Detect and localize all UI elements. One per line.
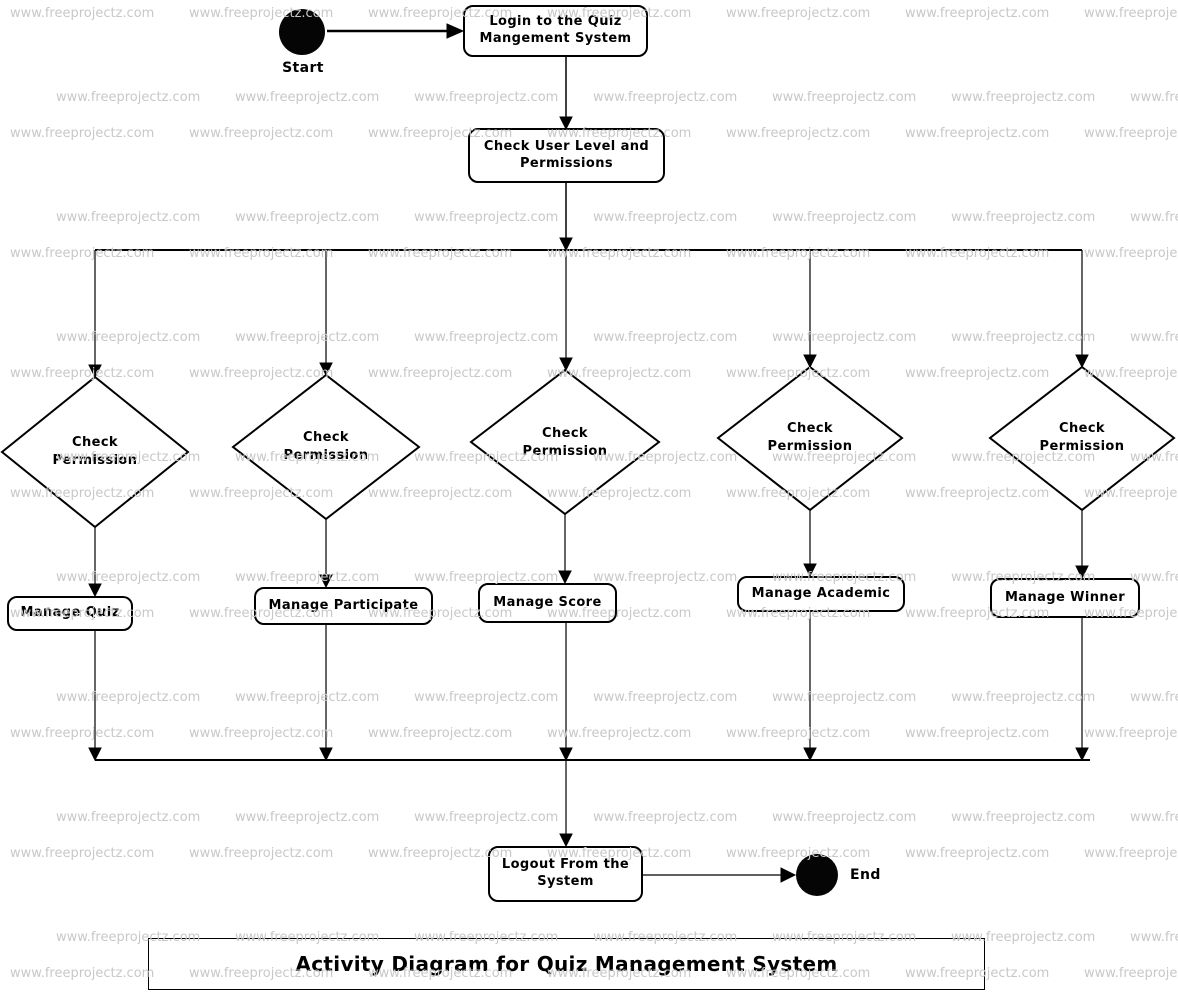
end-node: [796, 854, 838, 896]
arrowhead: [803, 354, 817, 369]
arrowhead: [319, 747, 333, 762]
action-manage-winner: Manage Winner: [990, 578, 1140, 618]
arrowhead: [559, 237, 573, 252]
start-label: Start: [282, 60, 324, 76]
decision-label-1: Check Permission: [52, 434, 138, 468]
arrowhead: [1075, 747, 1089, 762]
login-activity: Login to the Quiz Mangement System: [463, 5, 648, 57]
action-manage-score: Manage Score: [478, 583, 617, 623]
arrowhead: [780, 867, 797, 883]
diagram-title: Activity Diagram for Quiz Management Sys…: [148, 938, 985, 990]
arrowhead: [319, 574, 333, 589]
decision-label-5: Check Permission: [1039, 420, 1125, 454]
end-label: End: [850, 867, 881, 883]
arrowhead: [88, 583, 102, 598]
connectors: [0, 23, 1176, 883]
arrowhead: [558, 570, 572, 585]
logout-activity: Logout From the System: [488, 846, 643, 902]
arrowhead: [559, 833, 573, 848]
action-manage-participate: Manage Participate: [254, 587, 433, 625]
action-manage-academic: Manage Academic: [737, 576, 905, 612]
check-user-level-activity: Check User Level and Permissions: [468, 128, 665, 183]
arrowhead: [559, 747, 573, 762]
arrowhead: [88, 747, 102, 762]
arrowhead: [1075, 565, 1089, 580]
arrowhead: [319, 362, 333, 377]
arrowhead: [559, 116, 573, 131]
arrowhead: [1075, 354, 1089, 369]
action-manage-quiz: Manage Quiz: [7, 596, 133, 631]
arrowhead: [803, 563, 817, 578]
arrowhead: [446, 23, 465, 39]
arrowhead: [803, 747, 817, 762]
arrowhead: [559, 357, 573, 372]
decision-label-2: Check Permission: [283, 429, 369, 463]
decision-label-3: Check Permission: [522, 425, 608, 459]
start-node: [279, 9, 325, 55]
decision-label-4: Check Permission: [767, 420, 853, 454]
arrowhead: [88, 364, 102, 379]
